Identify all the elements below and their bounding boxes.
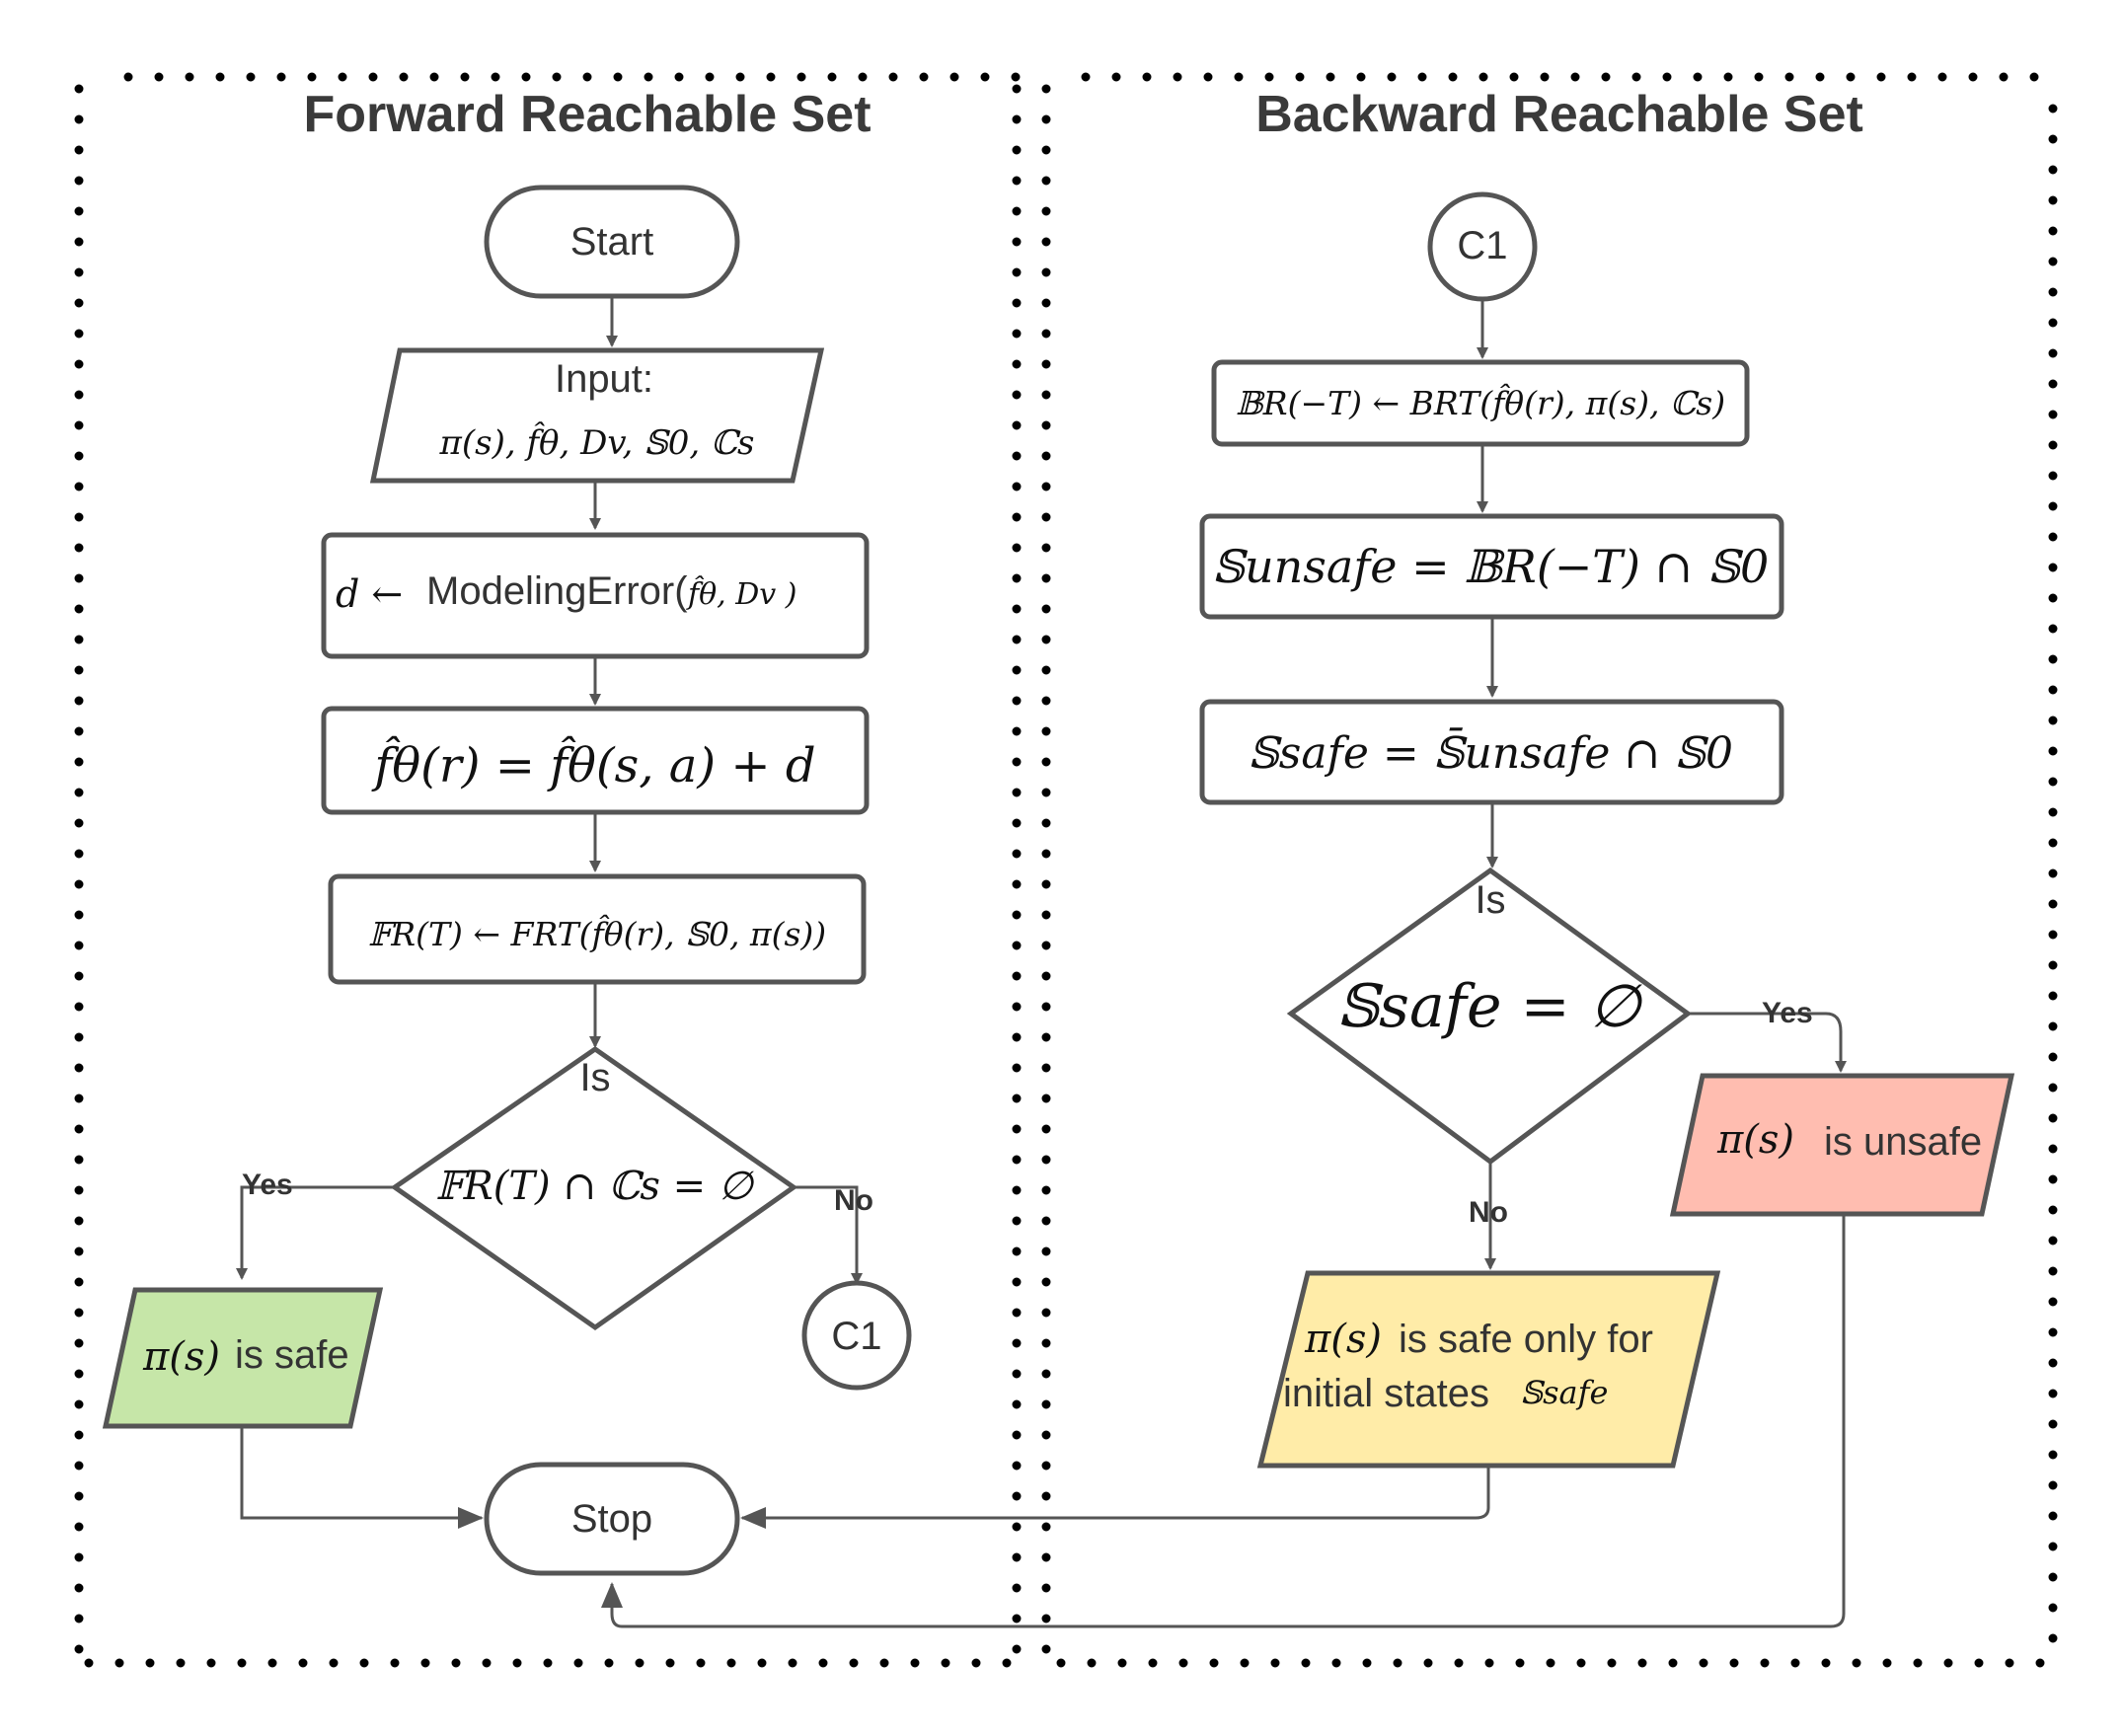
- forward-no-label: No: [834, 1184, 873, 1217]
- safe-policy-math: π(s): [142, 1334, 220, 1380]
- unsafe-set-process: 𝕊unsafe = 𝔹R(−T) ∩ 𝕊0: [1199, 513, 1784, 620]
- decision-backward: Is 𝕊safe = ∅: [1286, 867, 1693, 1166]
- robust-model-equation: f̂θ(r) = f̂θ(s, a) + d: [371, 735, 815, 793]
- partial-text-line1: is safe only for: [1399, 1318, 1653, 1361]
- unsafe-output: π(s) is unsafe: [1669, 1073, 2015, 1217]
- partial-safe-set: 𝕊safe: [1520, 1374, 1608, 1411]
- decision-forward: Is 𝔽R(T) ∩ ℂs = ∅: [390, 1045, 798, 1331]
- input-parallelogram: Input: π(s), f̂θ, Dv, 𝕊0, ℂs: [369, 347, 825, 484]
- c1-connector-forward: C1: [801, 1280, 912, 1391]
- modeling-args: f̂θ, Dv ): [686, 575, 796, 612]
- partial-policy-math: π(s): [1304, 1317, 1382, 1362]
- safe-set-equation: 𝕊safe = 𝕊̄unsafe ∩ 𝕊0: [1248, 727, 1733, 779]
- brt-process: 𝔹R(−T) ← BRT(f̂θ(r), π(s), ℂs): [1211, 359, 1750, 447]
- stop-terminator: Stop: [484, 1462, 740, 1576]
- brt-equation: 𝔹R(−T) ← BRT(f̂θ(r), π(s), ℂs): [1236, 382, 1725, 422]
- safe-text: is safe: [235, 1333, 349, 1377]
- unsafe-set-equation: 𝕊unsafe = 𝔹R(−T) ∩ 𝕊0: [1212, 540, 1769, 593]
- safe-set-process: 𝕊safe = 𝕊̄unsafe ∩ 𝕊0: [1199, 699, 1784, 805]
- frt-process: 𝔽R(T) ← FRT(f̂θ(r), 𝕊0, π(s)): [328, 873, 867, 985]
- forward-edges: [236, 296, 863, 1529]
- c1-forward-label: C1: [831, 1315, 881, 1358]
- forward-yes-label: Yes: [242, 1169, 293, 1201]
- unsafe-policy-math: π(s): [1716, 1117, 1794, 1163]
- forward-panel-border: [74, 72, 1026, 1668]
- partial-text-line2: initial states: [1283, 1372, 1489, 1415]
- modeling-function: ModelingError(: [426, 569, 688, 613]
- unsafe-text: is unsafe: [1824, 1120, 1982, 1164]
- backward-edges: [601, 296, 1847, 1628]
- robust-model-process: f̂θ(r) = f̂θ(s, a) + d: [321, 706, 870, 815]
- decision-backward-is: Is: [1475, 878, 1505, 922]
- decision-forward-is: Is: [579, 1056, 610, 1099]
- backward-panel-border: [1041, 72, 2063, 1668]
- modeling-assign: d ←: [336, 572, 403, 616]
- forward-panel-title: Forward Reachable Set: [303, 86, 871, 143]
- decision-forward-condition: 𝔽R(T) ∩ ℂs = ∅: [435, 1164, 755, 1209]
- backward-no-label: No: [1469, 1196, 1508, 1229]
- c1-backward-label: C1: [1457, 224, 1507, 267]
- safe-output: π(s) is safe: [102, 1287, 384, 1429]
- start-label: Start: [570, 220, 653, 264]
- c1-connector-backward: C1: [1427, 191, 1538, 302]
- frt-equation: 𝔽R(T) ← FRT(f̂θ(r), 𝕊0, π(s)): [368, 913, 826, 953]
- backward-yes-label: Yes: [1762, 997, 1813, 1029]
- input-label: Input:: [555, 357, 653, 401]
- backward-panel-title: Backward Reachable Set: [1255, 86, 1863, 143]
- input-math: π(s), f̂θ, Dv, 𝕊0, ℂs: [439, 421, 755, 463]
- decision-backward-condition: 𝕊safe = ∅: [1336, 972, 1643, 1041]
- stop-label: Stop: [571, 1497, 652, 1541]
- partial-safe-output: π(s) is safe only for initial states 𝕊sa…: [1256, 1270, 1721, 1469]
- start-terminator: Start: [484, 185, 740, 299]
- modeling-error-process: d ← ModelingError( f̂θ, Dv ): [321, 532, 870, 659]
